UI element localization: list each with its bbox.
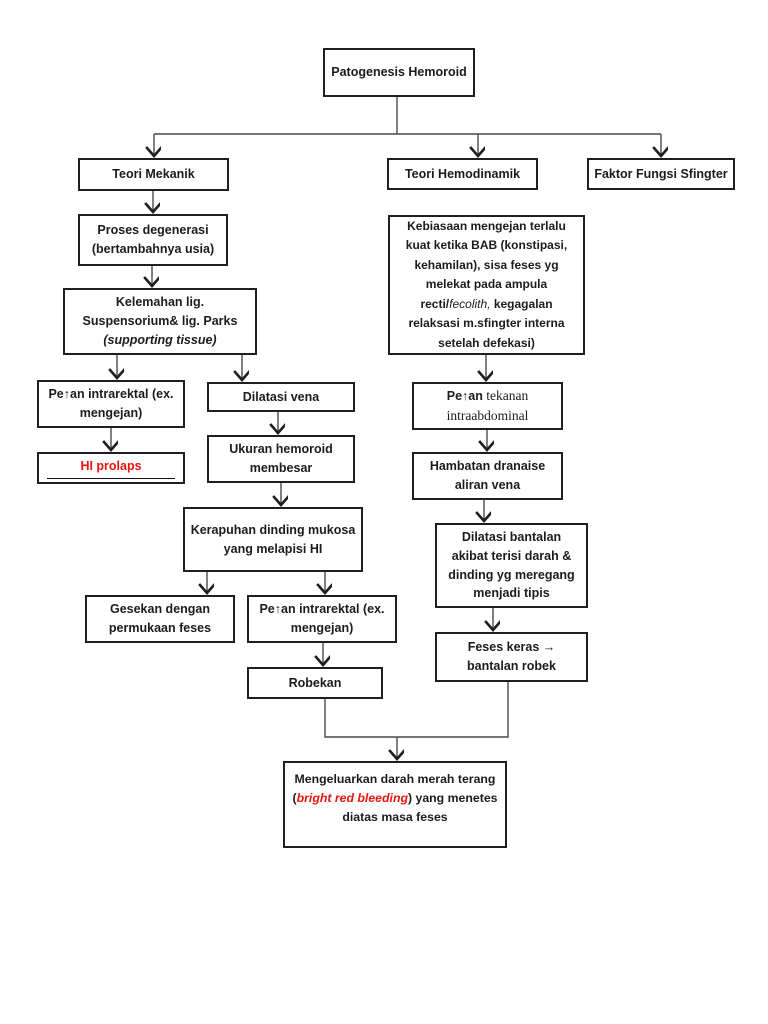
node-label: Feses keras →bantalan robek — [467, 640, 556, 673]
mengeluarkan-red-italic: bright red bleeding — [296, 791, 408, 806]
node-label: Pe↑an intrarektal (ex.mengejan) — [259, 602, 385, 635]
node-label: Teori Hemodinamik — [404, 166, 521, 181]
kebiasaan-text-2: kegagalan relaksasi m.sfingter interna s… — [408, 296, 565, 350]
node-teori-mekanik: Teori Mekanik — [78, 158, 229, 191]
node-label: Patogenesis Hemoroid — [331, 65, 467, 80]
node-label: Robekan — [288, 675, 342, 690]
node-proses-degenerasi: Proses degenerasi(bertambahnya usia) — [78, 214, 228, 266]
node-kebiasaan-mengejan: Kebiasaan mengejan terlalu kuat ketika B… — [388, 215, 585, 355]
edge-join-robekan-feses — [324, 682, 509, 738]
mengeluarkan-text-1: Mengeluarkan darah merah terang ( — [292, 772, 496, 806]
node-label: HI prolaps — [80, 459, 142, 474]
node-label: Proses degenerasi(bertambahnya usia) — [91, 223, 215, 256]
node-label: Kebiasaan mengejan terlalu kuat ketika B… — [395, 217, 578, 353]
kelemahan-italic-text: (supporting tissue) — [103, 332, 217, 347]
node-label: Dilatasi vena — [242, 389, 320, 404]
node-label: Kelemahan lig.Suspensorium& lig. Parks (s… — [69, 293, 251, 349]
node-mengeluarkan-darah: Mengeluarkan darah merah terang (bright … — [283, 761, 507, 848]
node-label: Mengeluarkan darah merah terang (bright … — [289, 770, 501, 827]
node-petan-intrarektal-1: Pe↑an intrarektal (ex.mengejan) — [37, 380, 185, 428]
node-hi-prolaps: HI prolaps — [37, 452, 185, 484]
kebiasaan-italic-text: fecolith, — [449, 296, 491, 311]
petan-tekanan-serif: tekanan intraabdominal — [446, 387, 529, 423]
mengeluarkan-text-2: ) yang menetes diatas masa feses — [342, 791, 498, 825]
node-kelemahan-ligamen: Kelemahan lig.Suspensorium& lig. Parks (s… — [63, 288, 257, 355]
node-label: Teori Mekanik — [112, 167, 195, 182]
node-teori-hemodinamik: Teori Hemodinamik — [387, 158, 538, 190]
node-label: Pe↑an tekanan intraabdominal — [418, 386, 557, 427]
node-robekan: Robekan — [247, 667, 383, 699]
kebiasaan-text-1: Kebiasaan mengejan terlalu kuat ketika B… — [405, 218, 568, 311]
node-patogenesis-hemoroid: Patogenesis Hemoroid — [323, 48, 475, 97]
node-label: Pe↑an intrarektal (ex.mengejan) — [48, 387, 174, 420]
node-faktor-fungsi-sfingter: Faktor Fungsi Sfingter — [587, 158, 735, 190]
edge-root-tee — [154, 97, 661, 135]
hi-prolaps-underline — [47, 477, 175, 479]
node-petan-tekanan-intraabdominal: Pe↑an tekanan intraabdominal — [412, 382, 563, 430]
node-dilatasi-vena: Dilatasi vena — [207, 382, 355, 412]
node-feses-keras: Feses keras →bantalan robek — [435, 632, 588, 682]
kelemahan-main-text: Kelemahan lig.Suspensorium& lig. Parks — [82, 295, 238, 329]
node-label: Faktor Fungsi Sfingter — [594, 166, 728, 181]
petan-tekanan-bold: Pe↑an — [446, 388, 483, 403]
node-petan-intrarektal-2: Pe↑an intrarektal (ex.mengejan) — [247, 595, 397, 643]
